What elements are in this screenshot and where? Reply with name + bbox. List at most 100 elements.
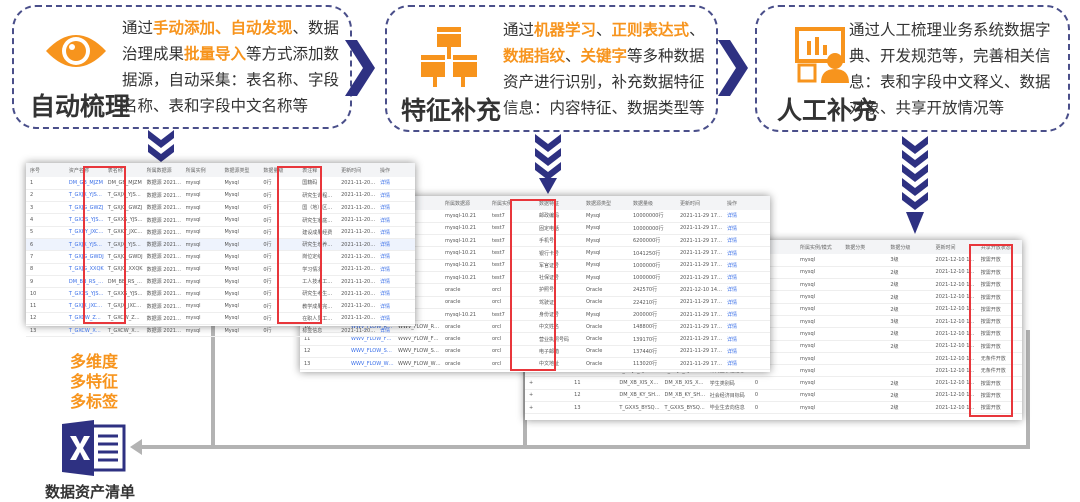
detail-link[interactable]: 详情 bbox=[376, 189, 415, 203]
table-cell: 2级 bbox=[886, 278, 932, 292]
column-header[interactable]: 所属数据源 bbox=[142, 163, 182, 177]
detail-link[interactable]: 详情 bbox=[723, 320, 770, 334]
detail-link[interactable]: 详情 bbox=[723, 332, 770, 346]
expand-button[interactable]: + bbox=[525, 376, 571, 390]
table-cell: mysql-10.21 bbox=[441, 210, 488, 223]
column-header[interactable]: 序号 bbox=[26, 163, 65, 177]
table-cell: 2级 bbox=[886, 389, 932, 403]
table-cell: 200000行 bbox=[629, 308, 676, 322]
table-cell bbox=[841, 327, 887, 341]
table-cell[interactable]: WWV_FLOW_WORK... bbox=[347, 357, 394, 371]
table-row[interactable]: 9DM_BB_RS_GRJSGZ...DM_BB_RS_GRJSGZ...数据源… bbox=[26, 275, 415, 289]
detail-link[interactable]: 详情 bbox=[723, 234, 770, 248]
detail-link[interactable]: 详情 bbox=[376, 287, 415, 301]
detail-link[interactable]: 详情 bbox=[723, 296, 770, 309]
expand-button[interactable]: + bbox=[525, 401, 571, 415]
table-cell: Oracle bbox=[582, 332, 629, 346]
detail-link[interactable]: 详情 bbox=[723, 259, 770, 272]
detail-link[interactable]: 详情 bbox=[723, 283, 770, 297]
detail-link[interactable]: 详情 bbox=[376, 263, 415, 276]
table-cell: mysql-10.21 bbox=[441, 271, 488, 285]
table-cell: 2级 bbox=[886, 303, 932, 316]
table-cell: mysql-10.21 bbox=[441, 308, 488, 322]
table-row[interactable]: 10T_GXXS_YJSKSXXT_GXXS_YJSKSXX数据源 2021-1… bbox=[26, 287, 415, 301]
step-desc: 通过人工梳理业务系统数据字典、开发规范等，完善相关信息：表和字段中文释义、数据对… bbox=[849, 17, 1064, 121]
detail-link[interactable]: 详情 bbox=[723, 345, 770, 359]
highlight-table-comment-column bbox=[277, 166, 322, 324]
detail-link[interactable]: 详情 bbox=[723, 271, 770, 285]
column-header[interactable]: 数据源类型 bbox=[220, 163, 260, 177]
detail-link[interactable]: 详情 bbox=[376, 250, 415, 264]
analyst-icon bbox=[795, 27, 849, 83]
column-header[interactable]: 所属数据源 bbox=[441, 196, 488, 210]
table-cell: 电子邮箱 bbox=[535, 345, 582, 359]
highlight-text: 正则表达式 bbox=[611, 21, 690, 39]
table-cell[interactable]: WWV_FLOW_STEP_... bbox=[347, 345, 394, 359]
table-cell bbox=[841, 340, 887, 353]
column-header[interactable]: 更新时间 bbox=[931, 240, 977, 254]
column-header[interactable]: 所属实例/模式 bbox=[796, 240, 842, 254]
column-header[interactable]: 所属实例 bbox=[181, 163, 221, 177]
table-cell: mysql-10.21 bbox=[441, 222, 488, 236]
table-cell bbox=[841, 290, 887, 304]
table-cell: 2021-11-29 17:30 bbox=[676, 246, 723, 260]
table-cell: 数据源 2021-11-09... bbox=[142, 275, 182, 289]
column-header[interactable]: 操作 bbox=[376, 163, 415, 177]
detail-link[interactable]: 详情 bbox=[376, 324, 415, 338]
column-header[interactable]: 数据分级 bbox=[886, 240, 932, 254]
table-cell: DM_XB_KY_SHJJM... bbox=[615, 389, 661, 403]
detail-link[interactable]: 详情 bbox=[376, 299, 415, 313]
table-row[interactable]: 13WWV_FLOW_WORK...WWV_FLOW_WORK...oracle… bbox=[300, 357, 770, 371]
table-row[interactable]: 11T_GXJX_JXCGWCRXXT_GXJX_JXCGWCRXX数据源 20… bbox=[26, 299, 415, 313]
table-cell: mysql bbox=[181, 226, 221, 239]
table-row[interactable]: +12DM_XB_KY_SHJJM...DM_XB_KY_SHJJM...社会经… bbox=[525, 389, 1022, 403]
table-cell: oracle bbox=[441, 296, 488, 309]
detail-link[interactable]: 详情 bbox=[723, 357, 770, 371]
table-row[interactable]: 12WWV_FLOW_STEP_...WWV_FLOW_STEP_...orac… bbox=[300, 345, 770, 359]
detail-link[interactable]: 详情 bbox=[376, 275, 415, 289]
column-header[interactable]: 数据源类型 bbox=[582, 196, 629, 210]
expand-button[interactable]: + bbox=[525, 389, 571, 403]
table-row[interactable]: +11DM_XB_XIS_XSLBMDM_XB_XIS_XSLBM学生类别码0m… bbox=[525, 376, 1022, 390]
table-cell: 数据源 2021-11-09... bbox=[142, 312, 182, 326]
detail-link[interactable]: 详情 bbox=[376, 238, 415, 252]
table-cell: 数据源 2021-11-09... bbox=[142, 250, 182, 264]
table-cell: 军官证号 bbox=[535, 259, 582, 272]
highlight-text: 手动添加、 bbox=[153, 19, 231, 37]
table-cell: T_GXCW_XMXX bbox=[103, 324, 143, 338]
table-cell: 按需开放 bbox=[976, 376, 1022, 390]
table-cell[interactable]: T_GXCW_XMXX bbox=[64, 324, 104, 338]
column-header[interactable]: 数据分类 bbox=[841, 240, 887, 254]
table-cell: 2021-11-20 16:23 bbox=[337, 250, 377, 264]
detail-link[interactable]: 详情 bbox=[723, 308, 770, 322]
detail-link[interactable]: 详情 bbox=[376, 226, 415, 239]
detail-link[interactable]: 详情 bbox=[376, 201, 415, 215]
table-cell: 9 bbox=[26, 275, 65, 289]
table-cell: 社保证号 bbox=[535, 271, 582, 285]
detail-link[interactable]: 详情 bbox=[376, 213, 415, 227]
table-cell: 固定电话 bbox=[535, 222, 582, 236]
detail-link[interactable]: 详情 bbox=[376, 177, 415, 190]
table-cell: Mysql bbox=[582, 222, 629, 236]
column-header[interactable]: 更新时间 bbox=[676, 196, 723, 210]
column-header[interactable]: 更新时间 bbox=[337, 163, 377, 177]
detail-link[interactable]: 详情 bbox=[723, 222, 770, 236]
table-cell: 按需开放 bbox=[976, 254, 1022, 267]
column-header[interactable]: 共享开放状态 bbox=[976, 240, 1022, 254]
detail-link[interactable]: 详情 bbox=[723, 246, 770, 260]
column-header[interactable]: 操作 bbox=[723, 196, 770, 210]
table-cell: Oracle bbox=[582, 283, 629, 297]
table-cell: T_GXJG_GWDJ bbox=[103, 250, 143, 264]
table-cell: mysql bbox=[796, 266, 842, 280]
table-row[interactable]: 5T_GXKY_JXCGZFT_GXKY_JXCGZF数据源 2021-11-0… bbox=[26, 226, 415, 239]
desc-text: 通过 bbox=[503, 21, 535, 39]
column-header[interactable]: 数据量级 bbox=[629, 196, 676, 210]
detail-link[interactable]: 详情 bbox=[376, 312, 415, 326]
table-row[interactable]: 2T_GXJX_YJSKCXXT_GXJX_YJSKCXX数据源 2021-11… bbox=[26, 189, 415, 203]
detail-link[interactable]: 详情 bbox=[723, 210, 770, 223]
table-cell: mysql-10.21 bbox=[441, 234, 488, 248]
